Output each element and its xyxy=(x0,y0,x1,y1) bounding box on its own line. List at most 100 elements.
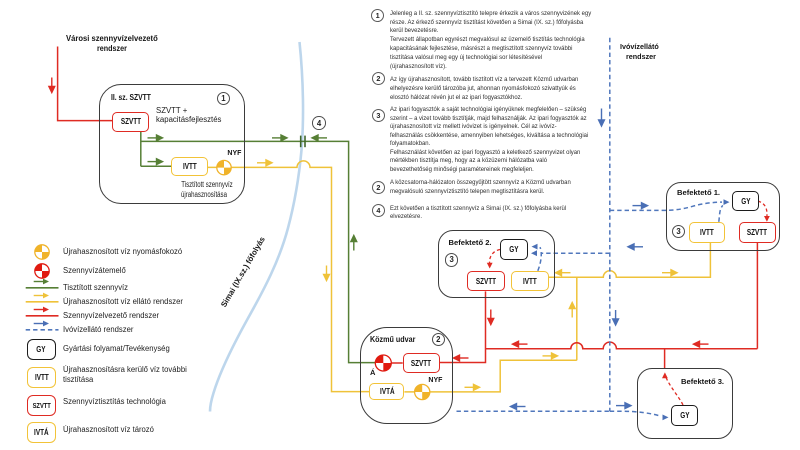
investor1-step-badge: 3 xyxy=(671,224,686,238)
note-line: A közcsatorna-hálózaton összegyűjtött sz… xyxy=(390,178,571,186)
city-sewer-title-line1: Városi szennyvízelvezető xyxy=(66,33,158,43)
box-label: IVTT xyxy=(182,161,197,171)
pump-nyf-plant2-icon xyxy=(216,159,232,176)
investor1-container xyxy=(666,182,781,251)
box-label: SZVTT xyxy=(32,401,51,411)
note-line: Felhasználást követően az ipari fogyaszt… xyxy=(390,148,581,156)
kozmu-nyf-label: NYF xyxy=(428,376,443,384)
note5-badge: 4 xyxy=(371,203,385,217)
investor3-gy-box: GY xyxy=(671,405,698,426)
note-line: része. Az érkező szennyvíz tisztítást kö… xyxy=(390,18,584,26)
legend-label: Tisztított szennyvíz xyxy=(63,282,129,292)
legend-arrow-red-icon xyxy=(25,306,59,317)
kozmu-step-badge: 2 xyxy=(431,332,445,346)
legend-label: Újrahasznosított víz nyomásfokozó xyxy=(63,247,183,257)
box-label: SZVTT xyxy=(411,358,432,368)
box-label: GY xyxy=(36,344,46,354)
note-line: kerül bevezetésre. xyxy=(390,27,439,35)
plant2-title: II. sz. SZVTT xyxy=(111,93,151,102)
note1-badge: 1 xyxy=(371,8,385,22)
kozmu-title: Közmű udvar xyxy=(370,334,416,344)
kozmu-szvtt-box: SZVTT xyxy=(402,353,440,373)
kozmu-pump-label: Á xyxy=(370,368,376,378)
plant2-step-badge: 1 xyxy=(216,91,231,106)
pump-nyf-kozmu-icon xyxy=(413,383,431,401)
investor2-step-badge: 3 xyxy=(444,253,459,267)
wastewater-dashed-arrowheads xyxy=(486,216,770,379)
note-line: kapacitásának fejlesztése, másrészt a me… xyxy=(390,44,573,52)
note4-badge: 2 xyxy=(371,180,385,194)
reused-water-lines xyxy=(207,160,712,393)
legend-label: tisztítása xyxy=(63,374,94,384)
investor2-container xyxy=(438,230,555,298)
plant2-szvtt-box: SZVTT xyxy=(112,112,150,132)
note-line: mértékben tisztítja meg, hogy az a közüz… xyxy=(390,157,548,164)
note-line: tisztítása valósul meg egy új technológi… xyxy=(390,53,543,61)
plant2-caption-line2: újrahasznosítása xyxy=(181,190,227,199)
note-line: elosztó hálózat révén jut el az ipari fo… xyxy=(390,93,523,101)
legend-label: Újrahasznosításra kerülő víz további xyxy=(63,365,187,375)
river xyxy=(208,41,305,412)
wastewater-dashed-links xyxy=(488,200,768,406)
plant2-subtitle-line2: kapacitásfejlesztés xyxy=(156,114,222,124)
note-line: Jelenleg a II. sz. szennyvíztisztító tel… xyxy=(390,9,592,17)
legend-label: Újrahasznosított víz tározó xyxy=(63,425,154,435)
note-line: felhasználás csökkentése, amennyiben leh… xyxy=(390,131,589,139)
note-line: megvalósuló szennyvíztisztító telepen me… xyxy=(390,187,545,195)
drinking-water-lines xyxy=(456,37,724,418)
legend-label: Újrahasznosított víz ellátó rendszer xyxy=(63,296,183,306)
plant2-container xyxy=(99,84,245,204)
box-label: IVTÁ xyxy=(34,428,49,438)
note-line: elvezetésre. xyxy=(390,213,423,221)
drinking-water-arrowheads xyxy=(531,199,730,421)
note-line: Az ipari fogyasztók a saját technológiai… xyxy=(390,106,587,113)
legend-ivtt-box: IVTT xyxy=(26,366,57,389)
box-label: GY xyxy=(509,244,519,254)
plant2-nyf-label: NYF xyxy=(227,150,242,158)
box-label: IVTT xyxy=(522,276,537,286)
box-label: GY xyxy=(679,411,690,420)
note-line: folyamatokban. xyxy=(390,140,431,147)
box-label: GY xyxy=(741,196,751,206)
kozmu-container xyxy=(359,326,453,424)
investor2-ivtt-box: IVTT xyxy=(510,271,549,292)
investor1-szvtt-box: SZVTT xyxy=(739,222,776,243)
investor2-gy-box: GY xyxy=(499,239,528,260)
box-label: IVTT xyxy=(34,372,49,382)
box-label: SZVTT xyxy=(476,276,497,286)
note-line: elhelyezésre kerülő tározóba jut, ahonna… xyxy=(390,84,576,92)
note-line: Ezt követően a tisztított szennyvíz a Si… xyxy=(390,204,567,212)
legend-gy-box: GY xyxy=(26,338,57,361)
investor3-container xyxy=(637,368,733,439)
legend-pump-red-icon xyxy=(34,262,50,279)
river-outfall-ticks xyxy=(299,135,306,148)
note-line: újrahasznosított víz mellett ivóvizet is… xyxy=(390,123,557,130)
flow-arrows xyxy=(47,77,709,411)
legend-label: Szennyvíztisztítás technológia xyxy=(63,397,166,407)
note-line: Tervezett állapotban egyrészt megvalósul… xyxy=(390,36,585,44)
legend-label: Gyártási folyamat/Tevékenység xyxy=(63,344,170,353)
pump-lift-kozmu-icon xyxy=(374,354,392,372)
box-label: SZVTT xyxy=(120,117,141,127)
box-label: SZVTT xyxy=(747,228,768,238)
drinking-water-title-line2: rendszer xyxy=(626,51,656,61)
note-line: bevezethetőség minőségi paramétereinek m… xyxy=(390,165,534,173)
investor2-szvtt-box: SZVTT xyxy=(467,271,506,292)
outfall-badge: 4 xyxy=(312,116,326,130)
plant2-caption-line1: Tisztított szennyvíz xyxy=(181,180,233,190)
legend-label: Szennyvízátemelő xyxy=(63,265,126,275)
plant2-subtitle-line1: SZVTT + xyxy=(156,105,188,115)
investor1-ivtt-box: IVTT xyxy=(689,222,726,243)
kozmu-ivta-box: IVTÁ xyxy=(369,383,405,401)
legend-ivta-box: IVTÁ xyxy=(26,421,57,444)
note2-badge: 2 xyxy=(371,71,385,85)
note3-badge: 3 xyxy=(371,109,385,123)
note-line: (újrahasznosított víz). xyxy=(390,62,447,70)
investor3-title: Befektető 3. xyxy=(681,377,725,387)
investor1-title: Befektető 1. xyxy=(677,188,721,198)
investor1-gy-box: GY xyxy=(732,190,760,212)
investor2-title: Befektető 2. xyxy=(448,237,492,247)
note-line: Az így újrahasznosított, tovább tisztíto… xyxy=(390,75,579,83)
legend-label: Ivóvízellátó rendszer xyxy=(63,324,134,334)
